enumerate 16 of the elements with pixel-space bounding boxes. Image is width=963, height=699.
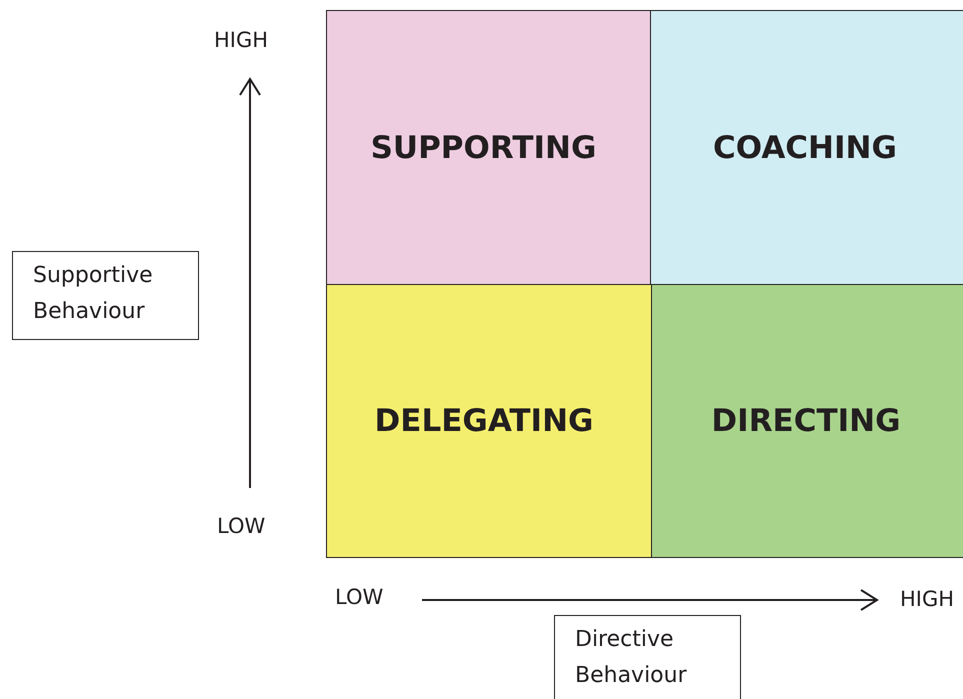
quadrant-label: SUPPORTING xyxy=(370,130,596,166)
quadrant-box xyxy=(326,284,652,558)
quadrant-label: DIRECTING xyxy=(711,403,901,439)
quadrant-box xyxy=(650,10,963,285)
axis-level-label: HIGH xyxy=(900,587,954,611)
quadrant-label: COACHING xyxy=(713,130,897,166)
axis-title-box xyxy=(12,251,199,340)
quadrant-box xyxy=(651,284,963,558)
axis-level-label: LOW xyxy=(217,514,266,538)
axis-title: Supportive Behaviour xyxy=(33,262,154,326)
axis-level-label: HIGH xyxy=(214,28,268,52)
quadrant-box xyxy=(326,10,651,285)
quadrant-label: DELEGATING xyxy=(374,403,594,439)
axis-title-box xyxy=(554,615,741,699)
axis-level-label: LOW xyxy=(335,585,384,609)
axis-title: Directive Behaviour xyxy=(575,626,688,690)
